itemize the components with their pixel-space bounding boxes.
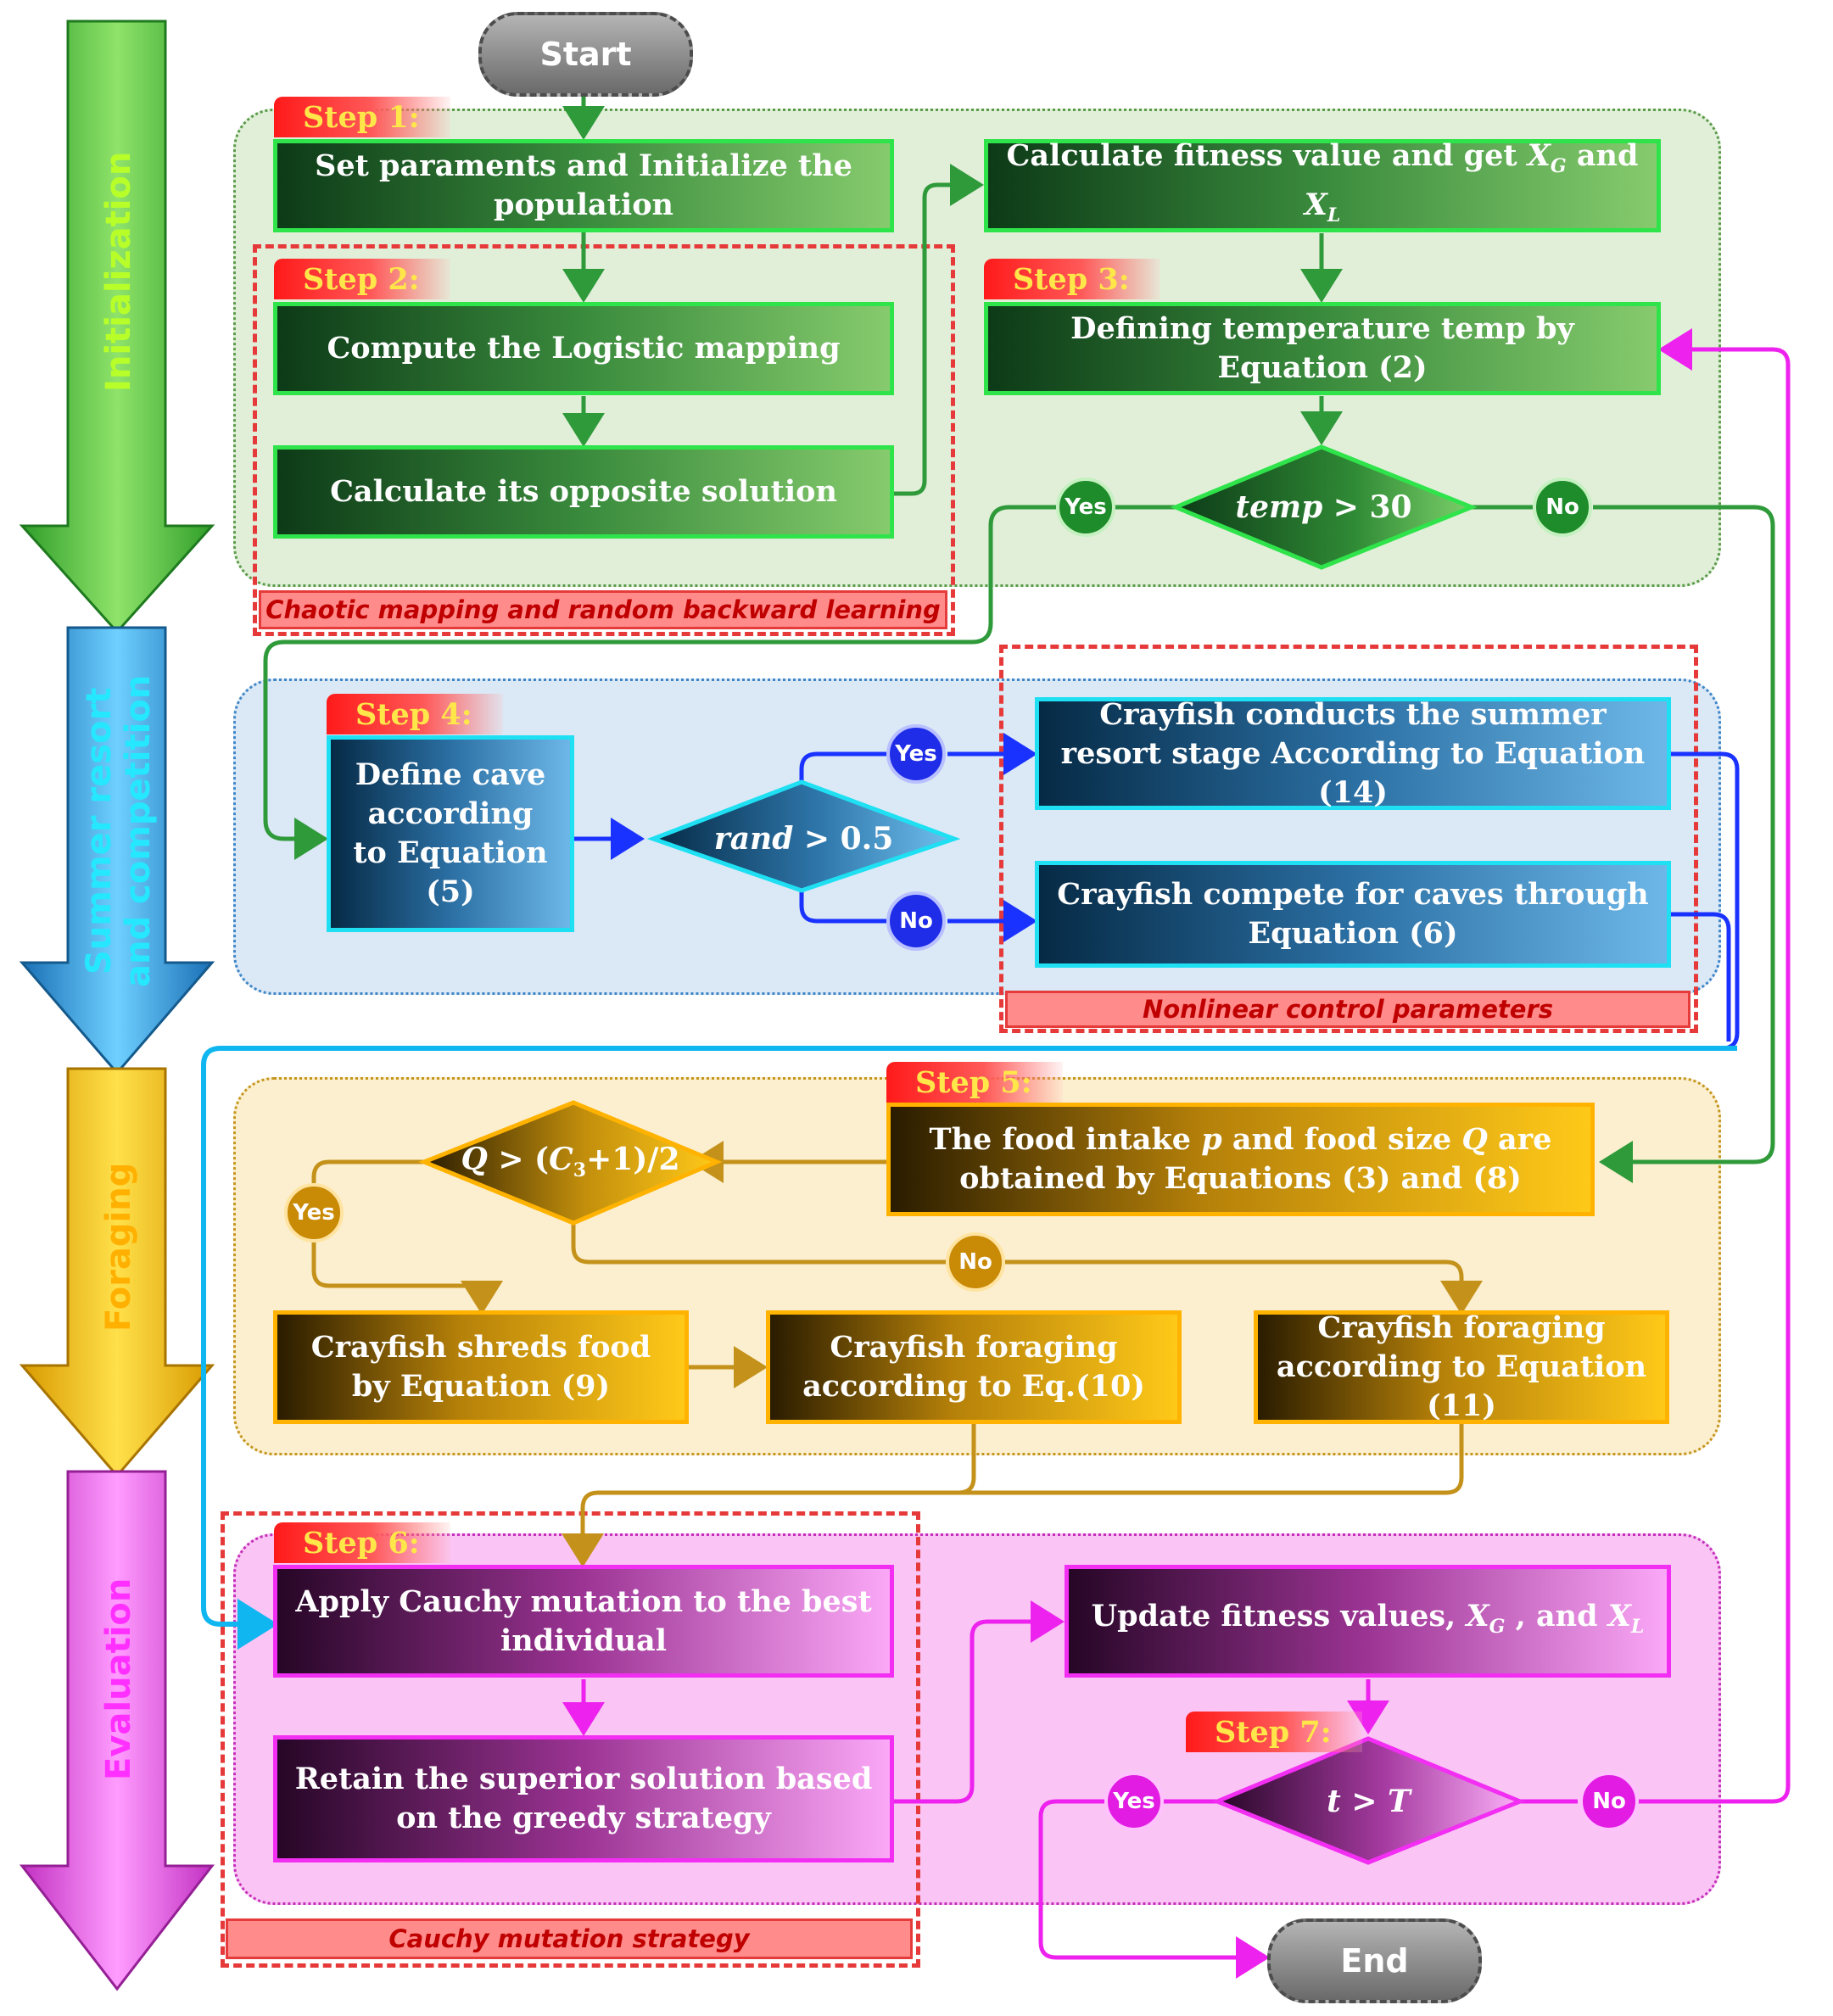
chaotic-strategy-label: Chaotic mapping and random backward lear… — [259, 590, 947, 629]
shreds-food-box: Crayfish shreds food by Equation (9) — [273, 1310, 689, 1424]
cauchy-strategy-label: Cauchy mutation strategy — [226, 1918, 913, 1959]
chaotic-strategy-region — [253, 244, 955, 636]
temp-condition-text: temp > 30 — [1235, 489, 1412, 525]
forage-eq11-box: Crayfish foraging according to Equation … — [1254, 1310, 1669, 1424]
step-1-tag: Step 1: — [274, 97, 450, 137]
nonlinear-strategy-label: Nonlinear control parameters — [1005, 991, 1690, 1028]
step-3-tag: Step 3: — [984, 259, 1160, 299]
step-4-tag: Step 4: — [327, 694, 503, 734]
update-fitness-box: Update fitness values, XG , and XL — [1065, 1565, 1671, 1678]
step-7-tag: Step 7: — [1186, 1712, 1362, 1752]
summer-arrow-icon — [19, 626, 215, 1075]
initialization-arrow-icon — [19, 20, 215, 634]
phase-arrows — [19, 20, 215, 1991]
t-no-label: No — [1579, 1772, 1639, 1831]
end-terminal: End — [1267, 1918, 1482, 2003]
temperature-box: Defining temperature temp by Equation (2… — [984, 302, 1661, 395]
food-intake-box: The food intake p and food size Q are ob… — [886, 1103, 1595, 1216]
rand-decision-diamond — [646, 779, 961, 893]
temp-yes-label: Yes — [1056, 477, 1115, 537]
step-6-tag: Step 6: — [274, 1522, 450, 1563]
summer-stage-box: Crayfish conducts the summer resort stag… — [1035, 697, 1671, 810]
q-decision-diamond — [418, 1100, 723, 1226]
cauchy-strategy-region — [221, 1511, 920, 1968]
q-condition-text: Q > (C3+1)/2 — [461, 1142, 680, 1182]
logistic-mapping-box: Compute the Logistic mapping — [273, 302, 894, 395]
t-condition-text: t > T — [1327, 1784, 1411, 1819]
opposite-solution-box: Calculate its opposite solution — [273, 445, 894, 539]
cauchy-mutation-box: Apply Cauchy mutation to the best indivi… — [273, 1565, 894, 1678]
evaluation-arrow-icon — [19, 1470, 215, 1991]
set-params-box: Set paraments and Initialize the populat… — [273, 139, 894, 232]
step-2-tag: Step 2: — [274, 259, 450, 299]
nonlinear-strategy-region — [999, 645, 1698, 1033]
step-5-tag: Step 5: — [886, 1062, 1063, 1103]
rand-condition-text: rand > 0.5 — [713, 821, 894, 857]
q-no-label: No — [946, 1232, 1005, 1292]
temp-decision-diamond — [1170, 444, 1478, 570]
t-decision-diamond — [1211, 1736, 1526, 1865]
fitness-box: Calculate fitness value and get XG and X… — [984, 138, 1661, 232]
foraging-arrow-icon — [19, 1067, 215, 1478]
cave-box: Define cave according to Equation (5) — [327, 735, 574, 932]
retain-solution-box: Retain the superior solution based on th… — [273, 1735, 894, 1862]
rand-yes-label: Yes — [886, 724, 946, 784]
compete-box: Crayfish compete for caves through Equat… — [1035, 861, 1671, 968]
rand-no-label: No — [886, 891, 946, 951]
forage-eq10-box: Crayfish foraging according to Eq.(10) — [766, 1310, 1182, 1424]
t-yes-label: Yes — [1104, 1772, 1164, 1831]
q-yes-label: Yes — [284, 1183, 344, 1243]
temp-no-label: No — [1533, 477, 1592, 537]
start-terminal: Start — [478, 12, 693, 97]
